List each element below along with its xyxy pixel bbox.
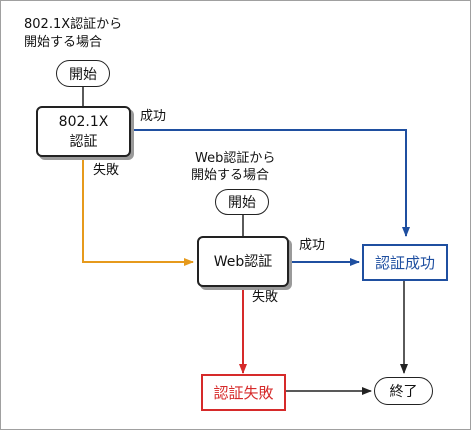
start-8021x-caption-line2: 開始する場合 — [24, 35, 103, 50]
end-node: 終了 — [374, 377, 433, 405]
edge-8021x-success — [130, 129, 410, 237]
end-label: 終了 — [389, 384, 418, 400]
start-web-caption-line2: 開始する場合 — [191, 168, 270, 183]
start-8021x-node: 開始 — [56, 60, 110, 87]
auth-fail-node: 認証失敗 — [201, 374, 286, 411]
start-8021x-label: 開始 — [69, 66, 97, 83]
edge-8021x-success-label: 成功 — [140, 109, 167, 124]
edge-8021x-fail-label: 失敗 — [93, 163, 120, 178]
auth-8021x-node: 802.1X 認証 — [36, 106, 131, 157]
start-8021x-caption-line1: 802.1X認証から — [24, 17, 123, 32]
auth-fail-label: 認証失敗 — [213, 384, 274, 402]
auth-web-label: Web認証 — [213, 253, 273, 270]
auth-web-node: Web認証 — [197, 236, 289, 287]
start-web-caption-line1: Web認証から — [195, 151, 276, 166]
auth-8021x-line2: 認証 — [69, 133, 98, 150]
edge-web-fail-label: 失敗 — [252, 290, 279, 305]
auth-8021x-line1: 802.1X — [58, 113, 109, 130]
edge-web-success-label: 成功 — [299, 238, 326, 253]
start-web-node: 開始 — [215, 189, 269, 215]
edge-8021x-fail — [82, 157, 194, 266]
start-web-label: 開始 — [228, 195, 256, 211]
auth-success-label: 認証成功 — [374, 254, 435, 272]
auth-success-node: 認証成功 — [362, 244, 448, 281]
